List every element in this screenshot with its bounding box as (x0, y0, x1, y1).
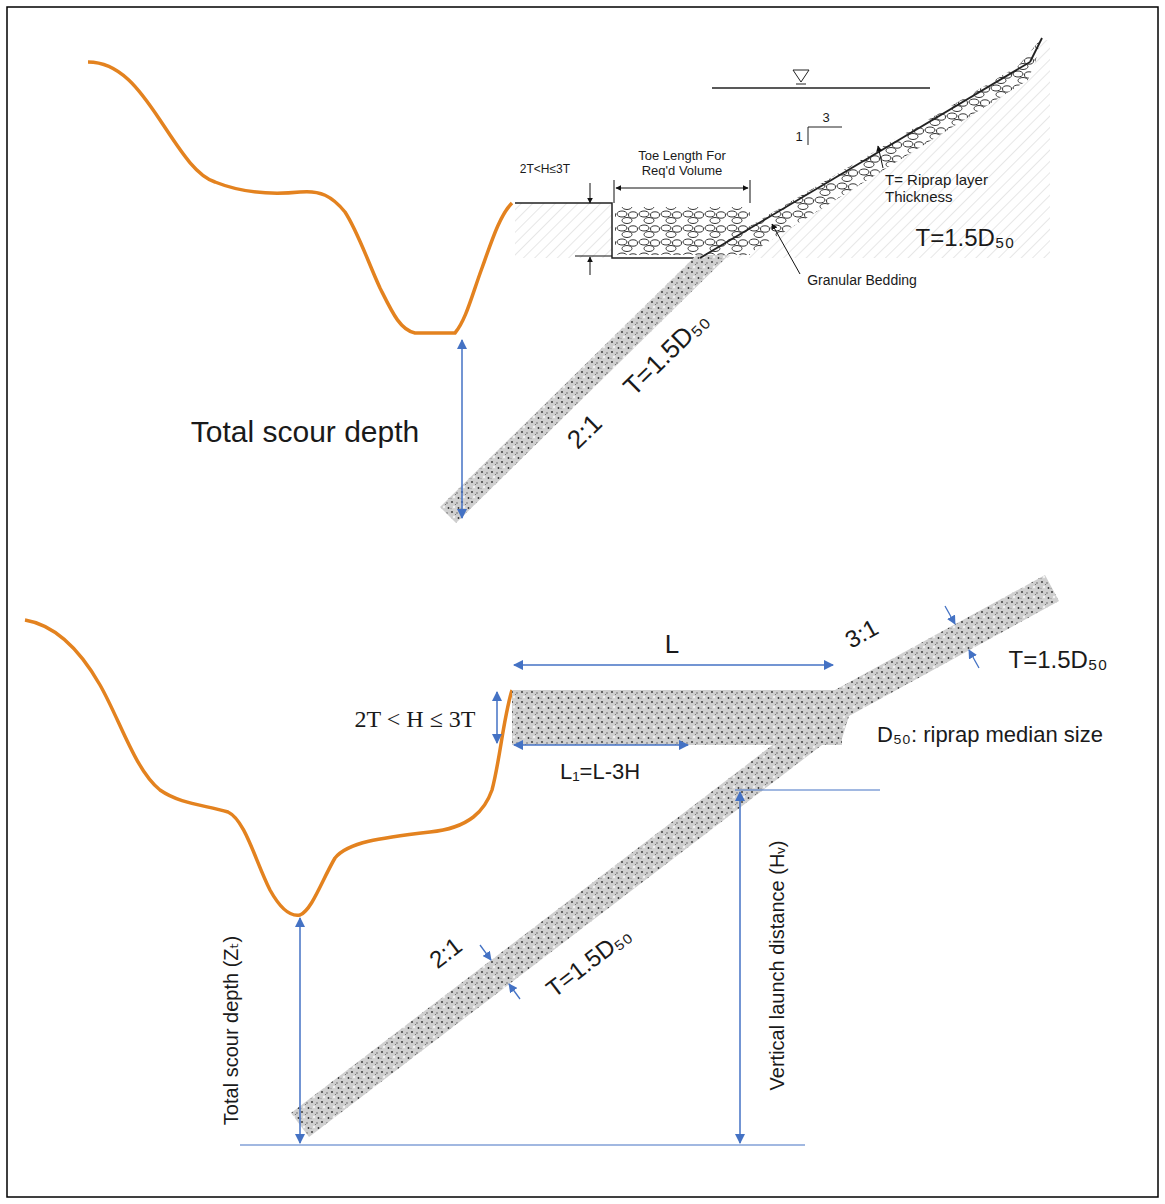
extension-line (575, 256, 612, 257)
dimension-label-box: 2T < H ≤ 3T (355, 706, 476, 734)
dimension-arrow (590, 183, 591, 203)
dimension-label-box: Total scour depth (Zₜ) (221, 935, 244, 1124)
slope-label-box: 2:1 (424, 932, 467, 974)
dimension-label-box: Toe Length For Req'd Volume (623, 149, 741, 179)
thickness-arrow (480, 945, 491, 960)
dimension-label: 2T < H ≤ 3T (355, 706, 476, 732)
toe-riprap (615, 207, 750, 255)
slope-crest (1030, 38, 1042, 62)
callout-label-box: Granular Bedding (807, 272, 917, 288)
slope-label: 2:1 (424, 932, 467, 974)
extension-line (750, 180, 751, 203)
scour-depth-arrow (461, 340, 463, 518)
thickness-label: T=1.5D₅₀ (1009, 646, 1108, 673)
slope-number: 3 (822, 110, 829, 125)
slope-label: 2:1 (561, 408, 608, 455)
granular-bedding-line (700, 62, 1030, 258)
callout-label: Granular Bedding (807, 272, 917, 288)
channel-profile (25, 620, 512, 915)
frame (7, 7, 1158, 1197)
dimension-label: L₁=L-3H (560, 759, 640, 784)
dimension-arrow (514, 744, 688, 746)
base-line (240, 1144, 805, 1145)
thickness-arrow (945, 606, 955, 624)
thickness-arrow (969, 650, 979, 668)
slope-number-box: 1 (795, 130, 802, 145)
water-symbol-tick (796, 84, 806, 85)
dimension-label: Total scour depth (191, 415, 419, 448)
legend-note-box: D₅₀: riprap median size (877, 722, 1103, 747)
slope-number: 1 (795, 129, 802, 144)
dimension-arrow (616, 188, 748, 189)
extension-line (614, 180, 615, 203)
leader-line (878, 146, 883, 168)
launch-distance-arrow (739, 792, 741, 1143)
dimension-label: Vertical launch distance (Hᵥ) (767, 840, 789, 1090)
dimension-label: 2T<H≤3T (520, 162, 570, 176)
slope-label-box: 3:1 (841, 614, 884, 654)
dimension-arrow (590, 257, 591, 275)
slope-label-box: 2:1 (562, 409, 609, 456)
dimension-label-box: 2T<H≤3T (520, 163, 570, 177)
launched-riprap (440, 230, 738, 523)
dimension-label-box: Total scour depth (191, 415, 419, 450)
water-surface (712, 87, 930, 88)
reference-line (735, 789, 880, 790)
dimension-label-box: Vertical launch distance (Hᵥ) (767, 840, 790, 1090)
thickness-label-box: T=1.5D₅₀ (916, 224, 1015, 252)
thickness-label: T=1.5D₅₀ (916, 224, 1015, 251)
dimension-label: Total scour depth (Zₜ) (221, 935, 243, 1124)
dimension-arrow (496, 692, 498, 743)
water-symbol (793, 70, 809, 82)
dimension-label-box: L (665, 630, 679, 660)
ground-mask (515, 258, 1055, 318)
thickness-label-box: T=1.5D₅₀ (1009, 646, 1108, 674)
dimension-label: L (665, 629, 679, 659)
callout-label: T= Riprap layer Thickness (885, 171, 988, 205)
legend-note: D₅₀: riprap median size (877, 722, 1103, 747)
slope-label: 3:1 (841, 614, 883, 654)
slope-number-box: 3 (822, 111, 829, 126)
dimension-label: Toe Length For Req'd Volume (638, 148, 725, 178)
channel-profile (88, 62, 512, 333)
riprap-launched-2to1 (291, 708, 839, 1137)
slope-triangle (808, 127, 842, 145)
callout-label-box: T= Riprap layer Thickness (885, 171, 997, 206)
dimension-label-box: L₁=L-3H (560, 759, 640, 784)
dimension-arrow (514, 664, 833, 666)
thickness-arrow (509, 984, 520, 999)
scour-depth-arrow (299, 918, 301, 1143)
leader-line (772, 224, 800, 274)
